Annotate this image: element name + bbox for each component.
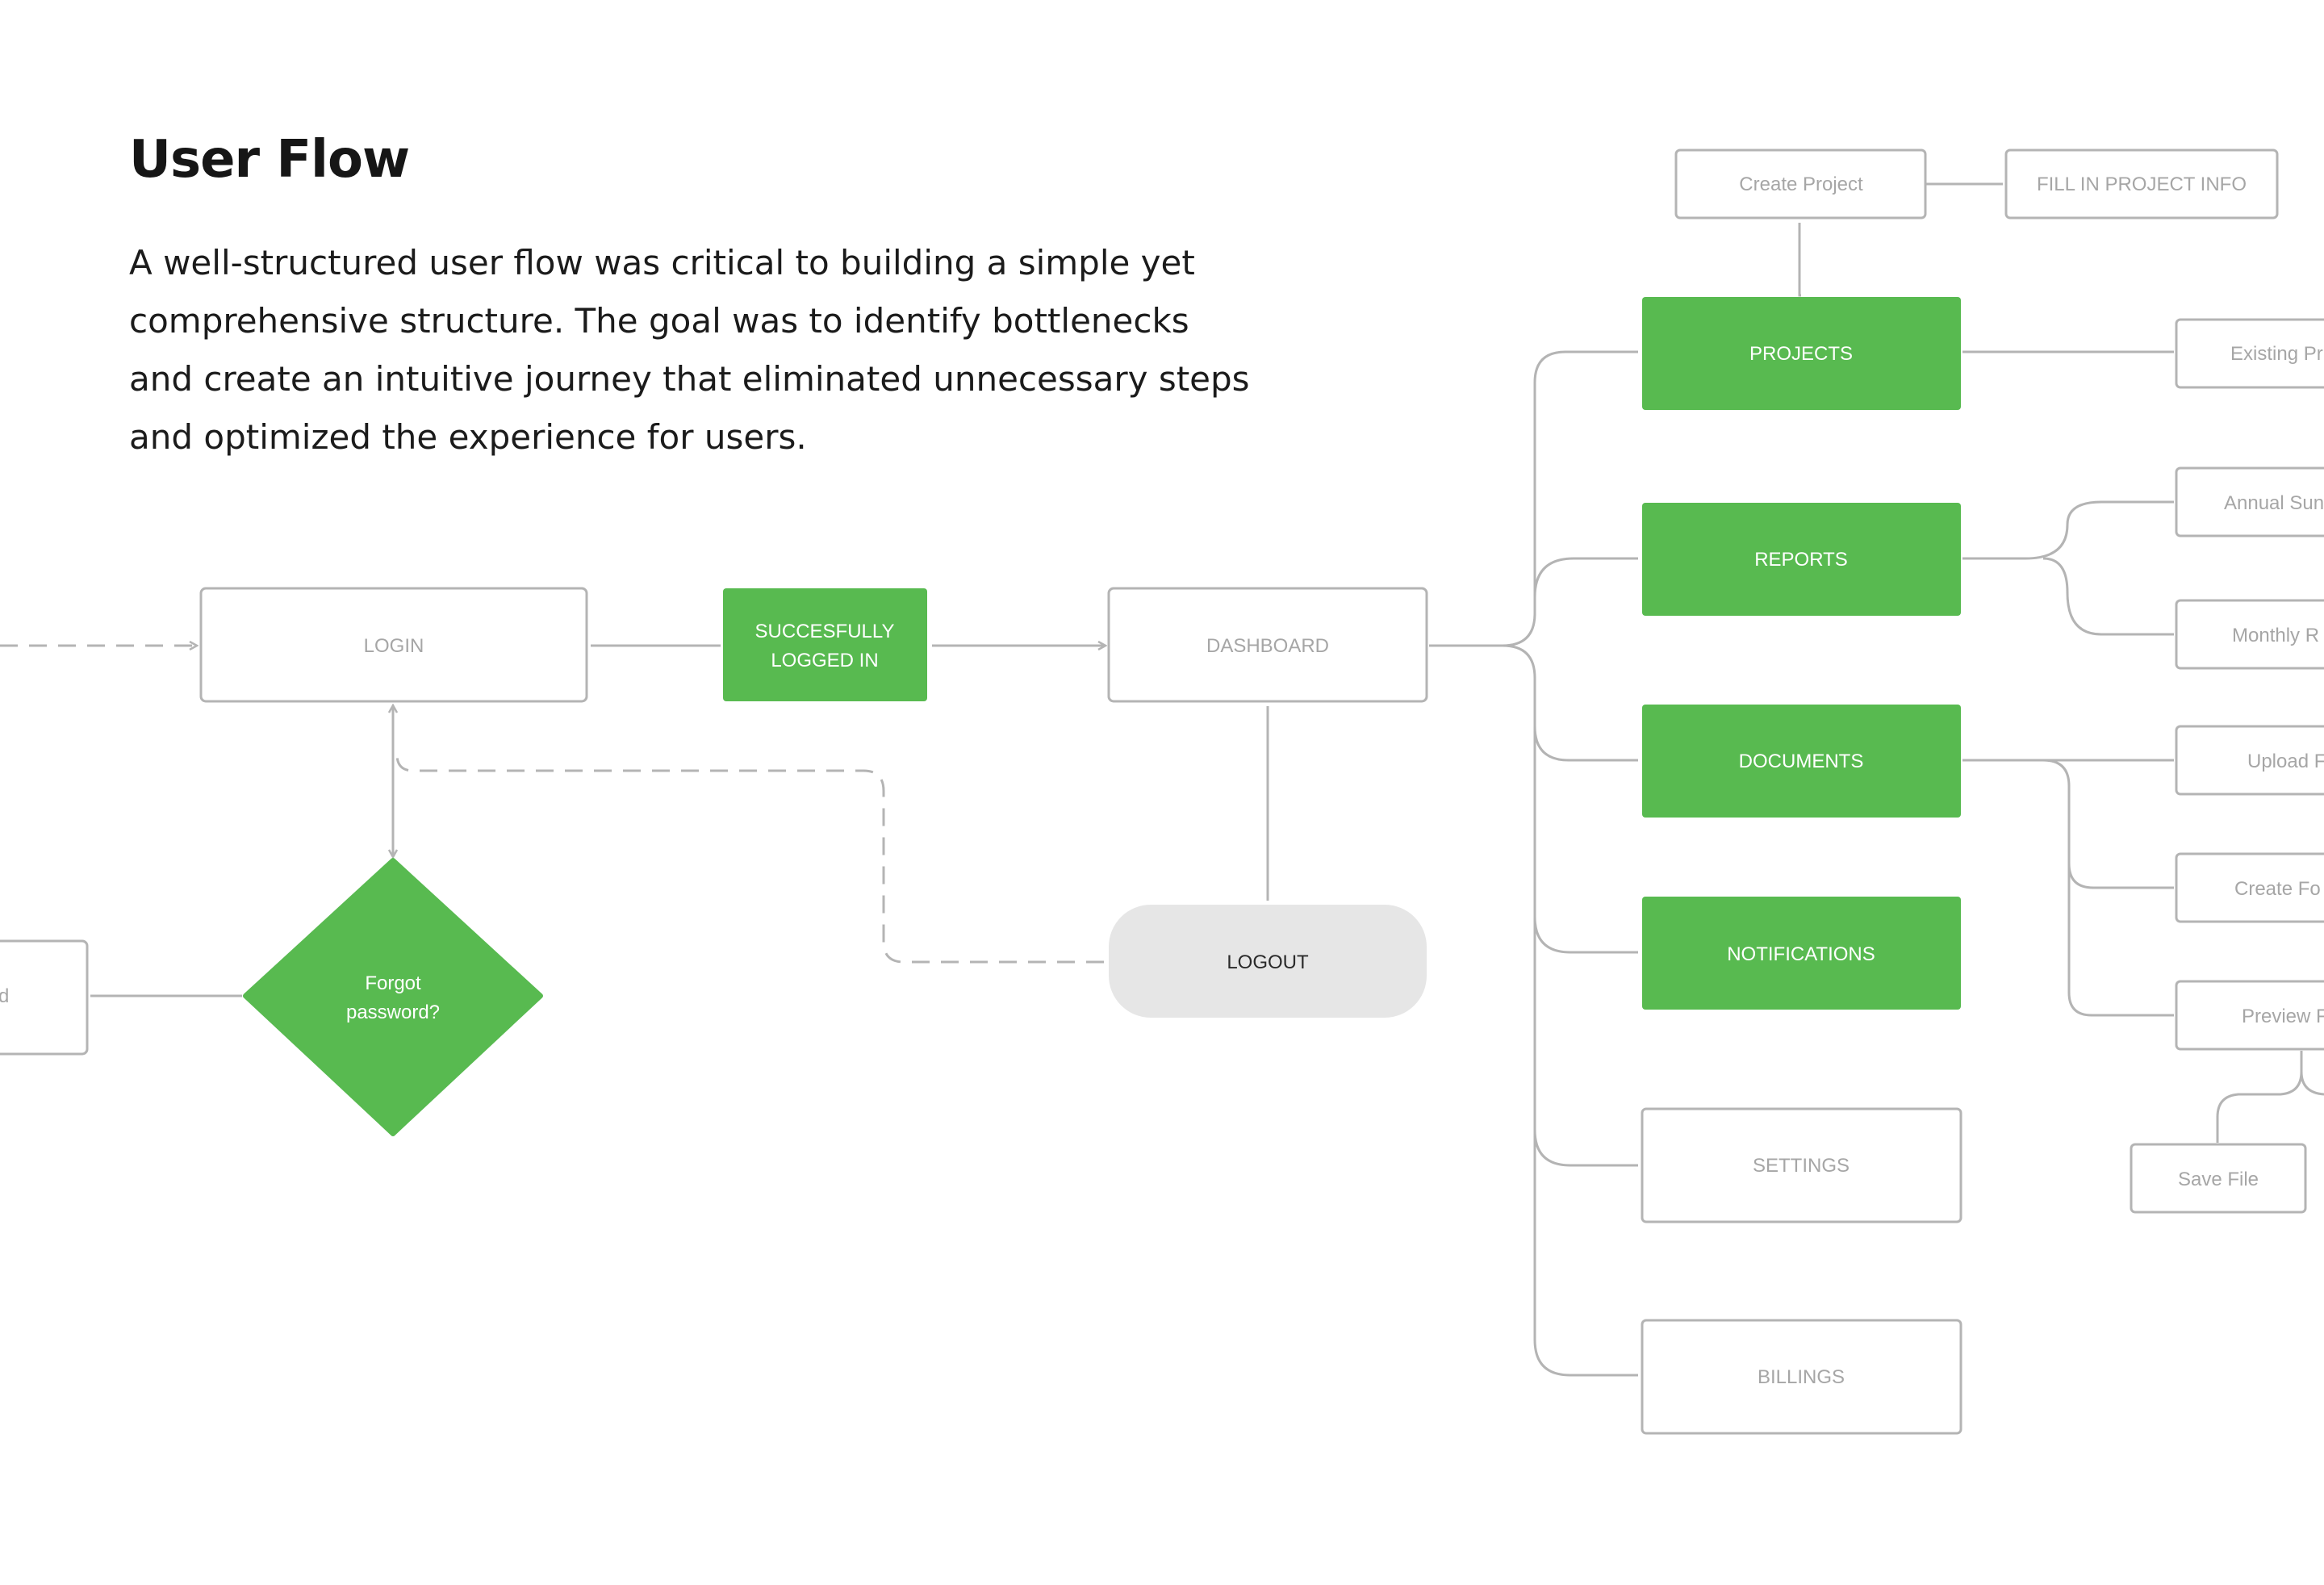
node-partial-left-label: d — [0, 985, 9, 1007]
node-monthly-reports-label: Monthly R — [2232, 625, 2319, 646]
connector-documents-to-create-folder — [2042, 759, 2174, 889]
node-forgot-password: Forgot password? — [243, 858, 543, 1136]
connector-dashboard-to-billings — [1502, 644, 1638, 1377]
node-monthly-reports: Monthly R — [2175, 599, 2324, 670]
node-upload-file: Upload F — [2175, 725, 2324, 796]
connector-to-notifications — [1533, 916, 1638, 954]
connector-preview-to-right — [2300, 1071, 2324, 1096]
node-preview-file: Preview F — [2175, 980, 2324, 1051]
node-documents: DOCUMENTS — [1642, 705, 1961, 818]
node-save-file-label: Save File — [2178, 1169, 2259, 1190]
node-create-project-label: Create Project — [1739, 174, 1863, 195]
page-title: User Flow — [129, 130, 410, 190]
node-create-folder-label: Create Fo — [2234, 878, 2321, 900]
connector-to-documents — [1533, 726, 1638, 762]
node-billings: BILLINGS — [1641, 1319, 1962, 1435]
node-settings-label: SETTINGS — [1753, 1155, 1850, 1177]
node-preview-file-label: Preview F — [2242, 1006, 2324, 1027]
node-projects: PROJECTS — [1642, 297, 1961, 410]
node-documents-label: DOCUMENTS — [1739, 751, 1864, 772]
node-logout-label: LOGOUT — [1227, 951, 1309, 973]
page-description: A well-structured user flow was critical… — [129, 243, 1250, 457]
connector-preview-to-save — [2216, 1051, 2303, 1143]
node-reports: REPORTS — [1642, 503, 1961, 616]
node-partial-left: d — [0, 939, 89, 1056]
node-logout: LOGOUT — [1109, 905, 1427, 1018]
node-logged-in-label-line1: SUCCESFULLY — [755, 621, 895, 642]
node-dashboard: DASHBOARD — [1107, 587, 1428, 703]
node-create-folder: Create Fo — [2175, 852, 2324, 923]
node-settings: SETTINGS — [1641, 1107, 1962, 1223]
node-save-file: Save File — [2130, 1143, 2307, 1214]
node-notifications-label: NOTIFICATIONS — [1727, 943, 1875, 965]
node-login: LOGIN — [199, 587, 588, 703]
node-notifications: NOTIFICATIONS — [1642, 897, 1961, 1010]
node-upload-file-label: Upload F — [2247, 751, 2324, 772]
connector-reports-to-monthly — [2042, 557, 2174, 636]
connector-to-reports — [1533, 557, 1638, 598]
node-dashboard-label: DASHBOARD — [1206, 635, 1329, 657]
node-login-label: LOGIN — [364, 635, 424, 657]
node-fill-project-info: FILL IN PROJECT INFO — [2004, 148, 2279, 220]
node-reports-label: REPORTS — [1754, 549, 1848, 571]
connectors — [0, 182, 2324, 1377]
node-existing-projects: Existing Pr — [2175, 318, 2324, 389]
node-forgot-label-line1: Forgot — [365, 972, 421, 994]
connector-reports-to-annual — [1962, 500, 2174, 560]
connector-projects-to-create — [1798, 223, 1801, 297]
node-fill-project-info-label: FILL IN PROJECT INFO — [2037, 174, 2247, 195]
node-existing-projects-label: Existing Pr — [2230, 343, 2323, 365]
node-billings-label: BILLINGS — [1758, 1366, 1845, 1388]
node-forgot-label-line2: password? — [346, 1002, 440, 1023]
connector-to-settings — [1533, 1129, 1638, 1167]
node-logged-in-label-line2: LOGGED IN — [771, 650, 878, 671]
node-logged-in: SUCCESFULLY LOGGED IN — [723, 588, 927, 701]
node-annual-summary-label: Annual Sun — [2224, 492, 2324, 514]
connector-documents-to-preview — [2067, 855, 2174, 1017]
node-projects-label: PROJECTS — [1749, 343, 1853, 365]
connector-dashboard-to-projects — [1429, 350, 1638, 647]
node-create-project: Create Project — [1674, 148, 1927, 220]
connector-logout-to-login — [395, 754, 1104, 964]
node-annual-summary: Annual Sun — [2175, 466, 2324, 537]
